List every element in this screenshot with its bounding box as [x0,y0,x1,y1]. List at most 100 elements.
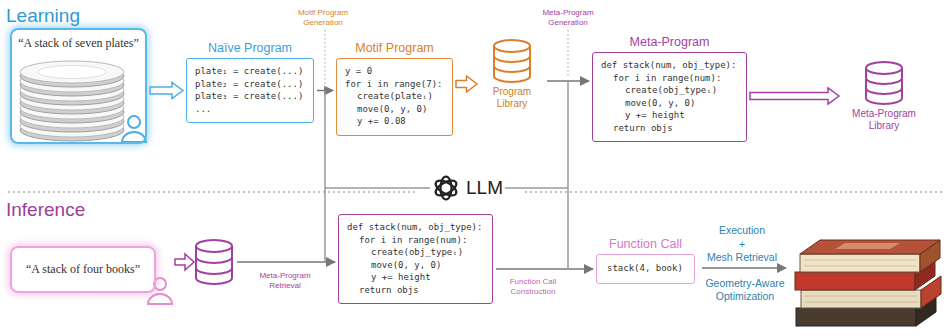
code-line: return objs [601,122,673,135]
code-line: stack(4, book) [607,262,683,275]
plate-stack [38,66,106,79]
code-box: Naïve Programplate₁ = create(...)plate₂ … [186,58,314,123]
code-line: y += 0.08 [345,115,406,128]
library-database: Program Library [480,38,544,110]
code-line: for i in range(7): [345,78,443,91]
box-heading: Meta-Program [630,35,710,50]
step-label: Motif Program Generation [288,8,358,28]
flow-arrow [237,262,786,268]
user-icon [128,116,140,128]
step-label: + [700,238,784,251]
plate-stack [20,61,124,83]
code-box: Motif Programy = 0for i in range(7):crea… [336,58,453,136]
box-heading: Motif Program [355,41,434,56]
box-heading: Function Call [609,237,682,252]
code-line: for i in range(num): [601,72,721,85]
code-line: y = 0 [345,65,372,78]
hollow-arrow [175,254,194,270]
code-line: ... [195,103,211,116]
step-label: Meta-Program Retrieval [252,270,318,292]
llm-link [324,91,326,263]
book-stack [804,260,916,261]
code-line: move(0, y, 0) [345,103,427,116]
prompt-box: “A stack of four books” [10,246,156,293]
code-line: create(obj_typeᵢ) [601,84,717,97]
llm-logo [433,177,458,198]
code-line: plate₂ = create(...) [195,78,303,91]
prompt-box: “A stack of seven plates” [10,28,147,144]
code-line: def stack(num, obj_type): [347,221,482,234]
llm-link [567,81,569,269]
user-icon [148,278,172,304]
code-line: plate₃ = create(...) [195,90,303,103]
database-icon [196,240,232,252]
step-label: Function Call Construction [503,276,563,298]
code-line: y += height [347,271,431,284]
leader-line [567,30,568,78]
hollow-arrow [456,76,477,92]
plate-stack [20,61,124,141]
code-line: def stack(num, obj_type): [601,59,736,72]
prompt-text: “A stack of four books” [26,262,140,277]
code-line: create(obj_typeᵢ) [347,246,463,259]
prompt-text: “A stack of seven plates” [18,36,139,51]
book-stack [795,240,941,326]
user-icon [122,132,146,142]
code-line: move(0, y, 0) [347,259,441,272]
library-label: Meta-Program Library [842,108,926,132]
flow-arrow [702,267,786,269]
database-icon [196,240,232,284]
database-shape [842,60,926,106]
section-divider [525,191,944,193]
section-heading: Inference [6,198,85,221]
flow-arrow [237,261,335,263]
step-label: Execution [700,224,784,237]
step-label: Mesh Retrieval [700,251,784,264]
database-shape [494,40,530,52]
book-stack [805,296,917,297]
book-stack [800,240,940,254]
code-line: for i in range(num): [347,234,467,247]
llm-logo [433,177,458,198]
code-line: y += height [601,109,685,122]
library-label: Program Library [480,86,544,110]
database-icon [196,257,232,274]
code-line: create(plateᵢ) [345,90,433,103]
hollow-arrow [150,83,183,99]
hollow-arrow [175,254,194,270]
code-box: def stack(num, obj_type):for i in range(… [338,214,493,304]
llm-link [505,187,568,189]
code-line: return objs [347,284,419,297]
llm-link [325,187,430,189]
database-shape [480,38,544,84]
flow-arrow [496,268,593,270]
code-box: Meta-Programdef stack(num, obj_type):for… [592,52,747,142]
code-line: plate₁ = create(...) [195,65,303,78]
book-stack [835,243,900,249]
database-shape [866,62,902,74]
section-divider [8,191,415,193]
llm-label: LLM [466,172,503,204]
book-stack [801,290,921,308]
user-icon [122,116,146,142]
llm-logo [432,174,460,202]
book-stack [805,302,917,303]
book-stack [800,254,920,272]
user-icon [148,294,172,304]
code-box: Function Callstack(4, book) [596,254,695,284]
book-stack [804,266,916,267]
code-line: move(0, y, 0) [601,97,695,110]
step-label: Geometry-Aware Optimization [701,277,789,303]
database-shape [494,56,530,72]
book-stack [795,272,915,290]
book-stack [796,308,916,326]
llm-node: LLM [432,172,503,204]
section-heading: Learning [6,4,80,27]
step-label: Meta-Program Generation [533,8,603,28]
leader-line [324,30,325,88]
hollow-arrow [750,88,839,104]
box-heading: Naïve Program [208,41,292,56]
database-shape [866,78,902,94]
